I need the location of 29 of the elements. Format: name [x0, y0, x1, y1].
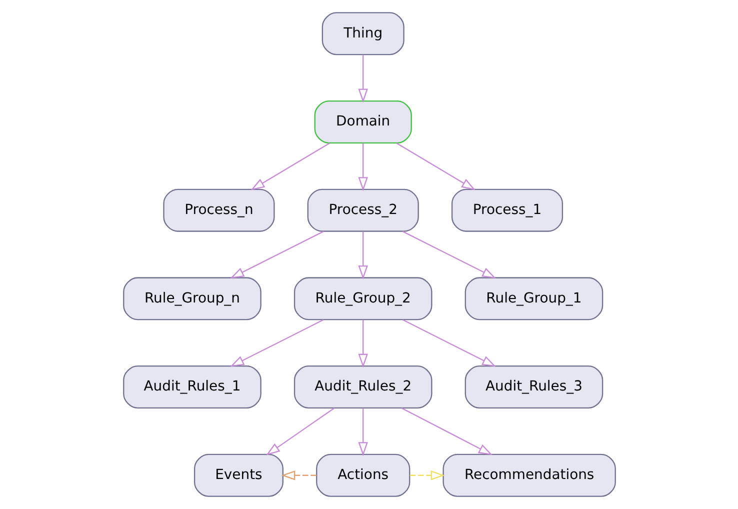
node-box: Audit_Rules_3 [464, 366, 603, 409]
arrow [402, 230, 496, 278]
arrow [358, 231, 368, 280]
arrow [358, 54, 368, 103]
arrow [250, 142, 330, 190]
node-box: Thing [321, 12, 404, 56]
arrow [400, 408, 492, 456]
arrow [358, 143, 368, 192]
node-box: Domain [314, 100, 412, 144]
node-box: Audit_Rules_1 [122, 366, 261, 409]
node-box: Actions [316, 454, 410, 497]
arrow [396, 142, 475, 190]
node-box: Process_1 [450, 188, 563, 232]
arrow [265, 408, 334, 456]
node-box: Recommendations [442, 454, 616, 497]
node-box: Events [193, 454, 283, 497]
arrow [409, 470, 444, 480]
node-box: Process_n [162, 188, 274, 232]
arrow [230, 230, 324, 278]
arrow [280, 470, 316, 480]
node-box: Rule_Group_n [122, 277, 261, 320]
arrow [402, 319, 496, 367]
arrow [358, 320, 368, 368]
node-box: Rule_Group_1 [464, 277, 603, 320]
node-box: Rule_Group_2 [293, 277, 432, 320]
node-box: Audit_Rules_2 [293, 366, 432, 409]
arrow [358, 408, 368, 456]
arrow [230, 319, 324, 367]
node-box: Process_2 [306, 188, 418, 232]
